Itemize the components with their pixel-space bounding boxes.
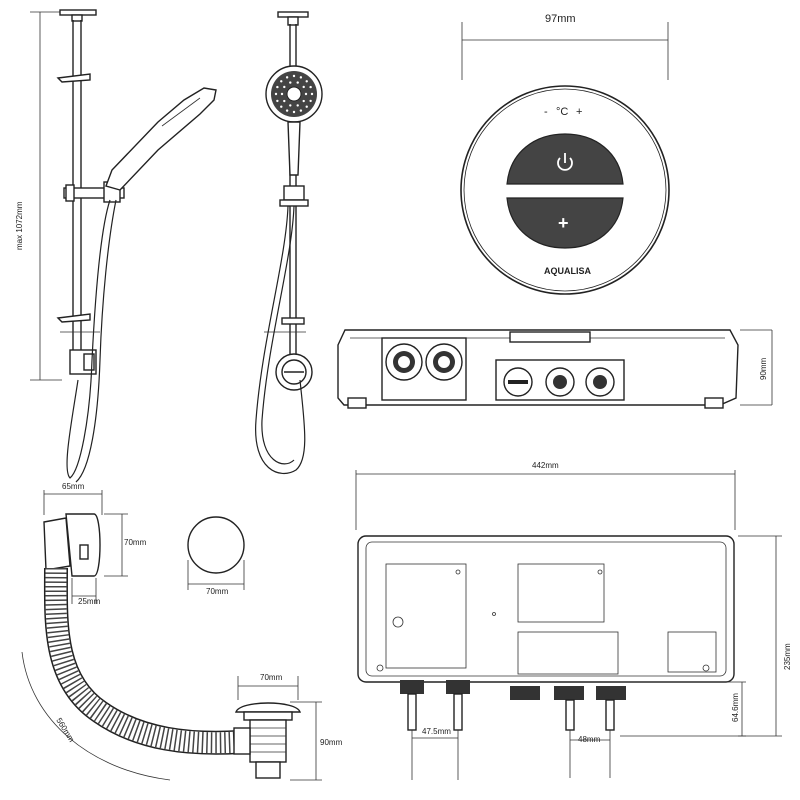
plug-width-label: 70mm [260,673,283,682]
power-icon[interactable] [557,153,573,171]
processor-top-view: 442mm 235mm 64.6mm [355,461,792,780]
nozzle-dot [302,85,305,89]
nozzle-dot [309,99,312,103]
waste-width-label: 65mm [62,482,85,491]
temp-plus-button[interactable]: + [576,106,582,118]
box-height-label: 90mm [759,357,768,380]
nozzle-dot [309,85,312,89]
outlet-depth-label: 64.6mm [731,693,740,722]
processor-front-view: 90mm [337,329,773,409]
nozzle-dot [299,76,303,79]
nozzle-dot [280,92,284,96]
flexible-waste-hose: 560mm [21,567,241,781]
waste-overflow-unit: 65mm 70mm 25mm [43,482,147,606]
nozzle-dot [296,104,299,107]
click-waste-plug: 70mm 90mm [233,673,343,781]
brand-logo: AQUALISA [544,266,592,276]
nozzle-dot [283,85,286,89]
nozzle-dot [302,99,305,103]
temp-minus-button[interactable]: - [544,106,548,118]
nozzle-dot [292,110,296,114]
plug-height-label: 90mm [320,738,343,747]
nozzle-dot [280,80,283,83]
outlet-spacing-label: 48mm [578,735,601,744]
overflow-disc: 70mm [187,516,245,596]
riser-height-label: max 1072mm [15,201,24,250]
nozzle-dot [292,74,296,78]
nozzle-dot [289,81,292,84]
disc-diameter-label: 70mm [206,587,229,596]
nozzle-dot [285,109,289,112]
nozzle-dot [305,80,308,83]
nozzle-dot [296,81,299,84]
nozzle-dot [274,92,278,96]
riser-rail-front-view [255,11,323,475]
hose-length-label: 560mm [54,716,76,744]
nozzle-dot [305,105,308,108]
nozzle-dot [285,76,289,79]
nozzle-dot [283,99,286,103]
nozzle-dot [276,85,279,89]
temp-unit-label: °C [556,106,568,118]
nozzle-dot [276,99,279,103]
nozzle-dot [304,92,308,96]
riser-rail-side-view [56,9,217,483]
riser-height-dimension: max 1072mm [15,11,62,381]
nozzle-dot [299,109,303,112]
box-depth-label: 235mm [783,643,792,670]
nozzle-dot [310,92,314,96]
digital-controller: 97mm - °C + + AQUALISA [460,13,670,295]
waste-depth-label: 25mm [78,597,101,606]
box-width-label: 442mm [532,461,559,470]
control-width-label: 97mm [545,13,576,25]
inlet-spacing-label: 47.5mm [422,727,451,736]
nozzle-dot [289,104,292,107]
plus-button[interactable]: + [558,213,569,233]
waste-height-label: 70mm [124,538,147,547]
nozzle-dot [280,105,283,108]
